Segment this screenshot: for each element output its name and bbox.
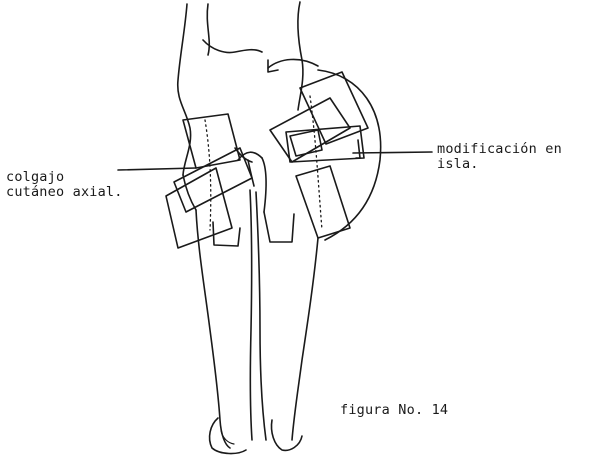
leader-lines: [118, 140, 432, 170]
right-label-line1: modificación en: [437, 142, 562, 157]
figure-caption: figura No. 14: [340, 403, 448, 418]
left-label-line2: cutáneo axial.: [6, 185, 123, 200]
left-flap: [166, 114, 252, 248]
right-leader-line: [353, 152, 432, 153]
right-flap: [268, 59, 381, 240]
left-label-line1: colgajo: [6, 170, 64, 185]
right-label-line2: isla.: [437, 157, 479, 172]
legs-outline: [196, 190, 318, 454]
